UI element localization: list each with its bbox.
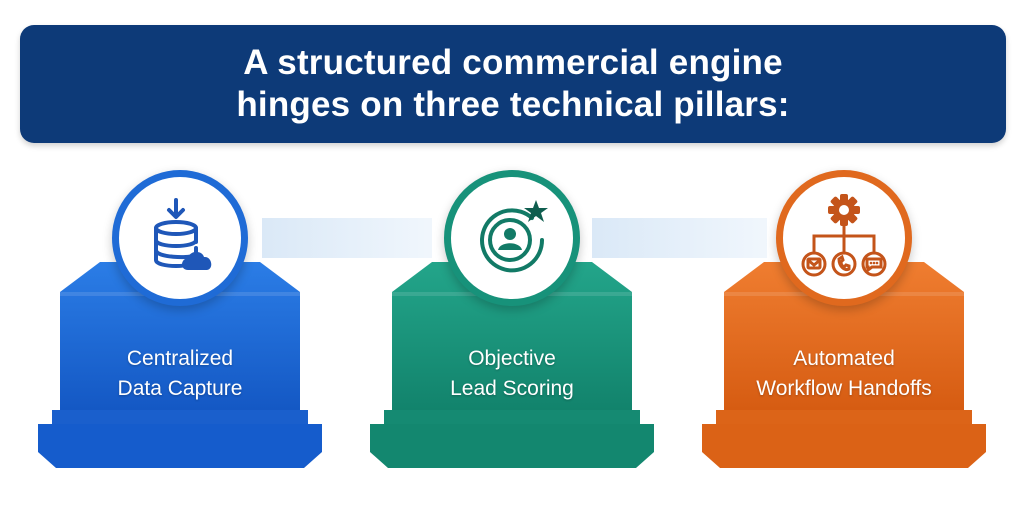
pillar-workflow-handoffs: Automated Workflow Handoffs xyxy=(694,162,994,487)
pillar-pedestal xyxy=(702,262,986,468)
pillar-pedestal xyxy=(370,262,654,468)
pillar-icon-circle xyxy=(444,170,580,306)
target-person-star-icon xyxy=(480,200,548,273)
pillar-label-line-2: Data Capture xyxy=(117,377,243,400)
pillar-label-line-1: Objective xyxy=(468,347,556,370)
pillar-label: Automated Workflow Handoffs xyxy=(694,344,994,404)
gear-workflow-icon xyxy=(801,194,887,277)
pillar-icon-circle xyxy=(776,170,912,306)
pillar-lead-scoring: Objective Lead Scoring xyxy=(362,162,662,487)
connector-bar-right xyxy=(592,218,767,258)
connector-bar-left xyxy=(262,218,432,258)
title-banner: A structured commercial engine hinges on… xyxy=(20,25,1006,143)
pillar-icon-circle xyxy=(112,170,248,306)
pillar-label: Objective Lead Scoring xyxy=(362,344,662,404)
pillar-label-line-1: Centralized xyxy=(126,347,234,370)
pillar-label-line-1: Automated xyxy=(793,347,895,370)
title-line-2: hinges on three technical pillars: xyxy=(236,85,790,124)
page-title: A structured commercial engine hinges on… xyxy=(236,42,789,126)
pillar-data-capture: Centralized Data Capture xyxy=(30,162,330,487)
title-line-1: A structured commercial engine xyxy=(243,43,783,82)
pillar-label-line-2: Lead Scoring xyxy=(450,377,574,400)
database-download-cloud-icon xyxy=(154,198,212,270)
pillar-label: Centralized Data Capture xyxy=(30,344,330,404)
pillar-label-line-2: Workflow Handoffs xyxy=(756,377,932,400)
